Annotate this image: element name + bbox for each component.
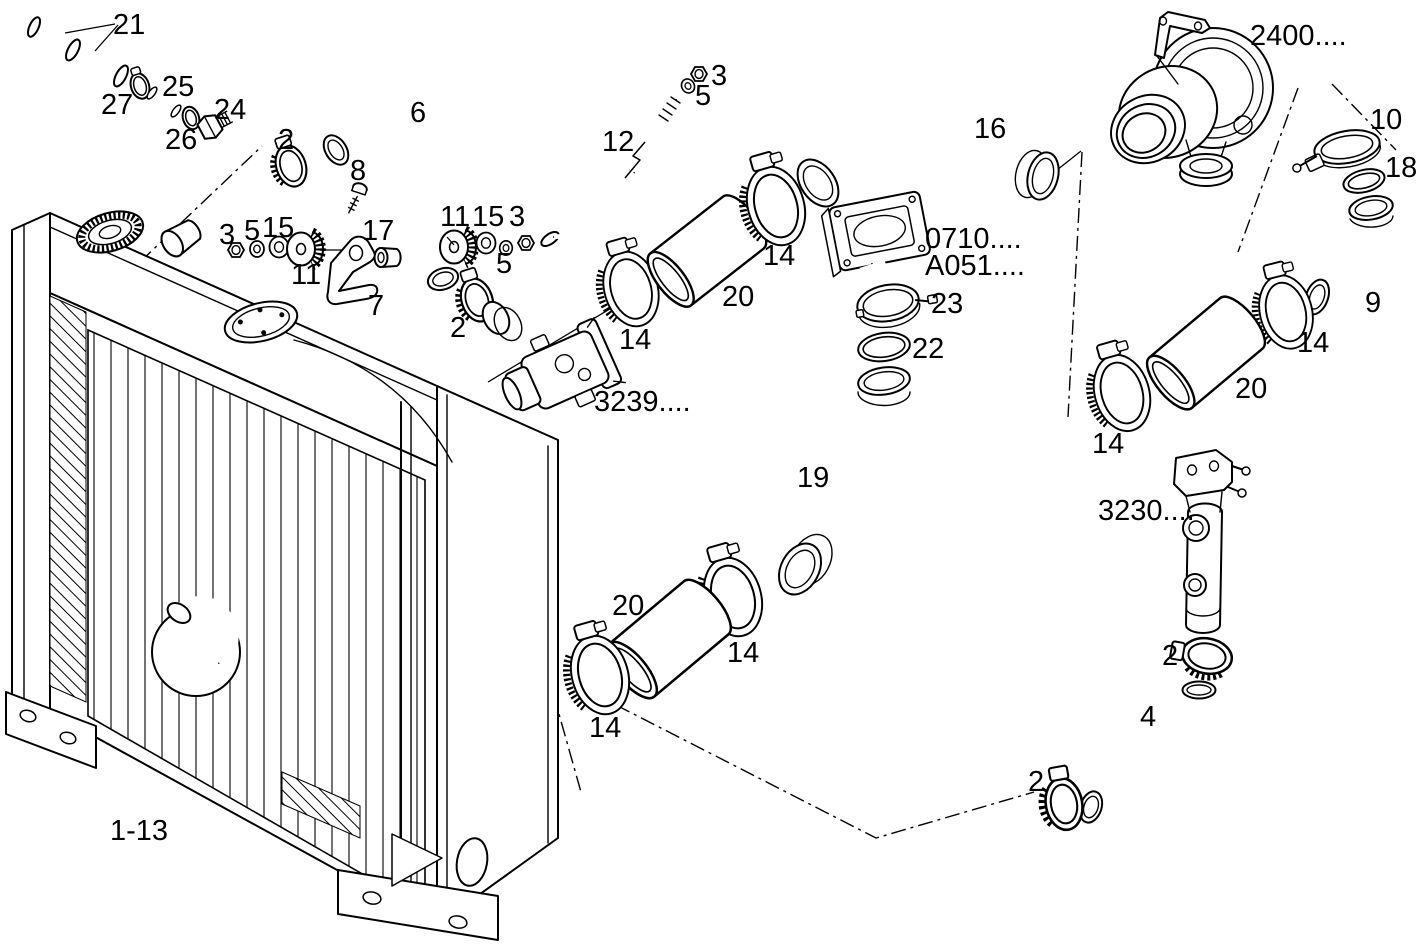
gasket-ring-18 <box>1342 168 1386 194</box>
callout-20-c: 20 <box>1235 373 1267 405</box>
callout-16: 16 <box>974 113 1006 145</box>
callout-21: 21 <box>113 9 145 41</box>
callout-14-e: 14 <box>1297 327 1329 359</box>
ref-radiator-1-13: 1-13 <box>110 815 168 847</box>
v-clamp-23 <box>855 283 939 329</box>
water-pump-3239 <box>501 316 627 412</box>
ref-3230: 3230.... <box>1098 495 1195 527</box>
callout-10: 10 <box>1370 104 1402 136</box>
callout-3-c: 3 <box>711 60 727 92</box>
ref-a051: A051.... <box>925 250 1025 282</box>
hose-16 <box>796 110 1060 208</box>
radiator-left-frame <box>11 212 51 728</box>
core-edge-hatching <box>49 295 87 703</box>
callout-27: 27 <box>101 89 133 121</box>
callout-5-b: 5 <box>496 248 512 280</box>
nut-3-c <box>690 66 708 82</box>
callout-20-a: 20 <box>722 281 754 313</box>
callout-6: 6 <box>410 97 426 129</box>
callout-26: 26 <box>165 124 197 156</box>
filler-cap <box>75 210 145 254</box>
clamp-14-a <box>587 232 667 334</box>
ref-3239: 3239.... <box>594 386 691 418</box>
radiator-side-panel <box>436 385 559 926</box>
outlet-stub <box>481 300 544 352</box>
core-hole-with-elbow <box>151 596 241 697</box>
callout-4: 4 <box>1140 701 1156 733</box>
side-panel-hole <box>455 837 489 887</box>
callout-15-a: 15 <box>262 212 294 244</box>
callout-19: 19 <box>797 462 829 494</box>
bolt-8 <box>347 182 368 214</box>
callout-14-f: 14 <box>1092 428 1124 460</box>
turbo-outlet-flange <box>1179 153 1233 187</box>
clamp-26 <box>181 105 201 131</box>
clamp-14-f <box>1077 335 1159 439</box>
fitting-24 <box>196 110 233 140</box>
callout-11-b: 11 <box>440 201 470 233</box>
callout-8: 8 <box>350 155 366 187</box>
radiator-foot-left <box>5 691 97 769</box>
callout-3-a: 3 <box>219 219 235 251</box>
intake-manifold-flange <box>820 190 931 278</box>
hose-6 <box>322 97 460 292</box>
callout-2-d: 2 <box>1028 766 1044 798</box>
fan-shroud-arc <box>293 339 453 463</box>
tank-inlet-stub <box>160 219 202 258</box>
pipe-4 <box>1078 680 1217 824</box>
callout-2-b: 2 <box>450 312 466 344</box>
callout-12: 12 <box>602 126 634 158</box>
callout-5-c: 5 <box>695 80 711 112</box>
callout-2-a: 2 <box>278 124 294 156</box>
callout-9: 9 <box>1365 287 1381 319</box>
turbocharger <box>1110 11 1274 187</box>
callout-11-a: 11 <box>291 259 321 291</box>
callout-14-d: 14 <box>589 712 621 744</box>
ref-0710: 0710.... <box>925 223 1022 255</box>
radiator-foot-right <box>337 833 499 941</box>
spacer-17 <box>373 247 402 268</box>
callout-labels: 21 27 25 26 24 2 6 8 3 5 15 11 17 7 11 1… <box>101 9 1417 847</box>
callout-14-a: 14 <box>619 324 651 356</box>
core-corner-hatching <box>281 771 361 839</box>
callout-7: 7 <box>368 290 384 322</box>
stay-rod-12 <box>540 96 681 248</box>
callout-14-b: 14 <box>763 240 795 272</box>
housing-3230 <box>1173 449 1251 634</box>
inspection-plate <box>223 300 299 344</box>
callout-24: 24 <box>214 94 246 126</box>
ref-2400: 2400.... <box>1250 20 1347 52</box>
clamp-10 <box>1292 129 1381 173</box>
turbo-bracket <box>1154 11 1211 59</box>
radiator-assembly <box>5 210 559 941</box>
callout-23: 23 <box>931 288 963 320</box>
callout-2-c: 2 <box>1162 640 1178 672</box>
bracket-7 <box>326 235 379 306</box>
overflow-pipe-21 <box>26 16 129 88</box>
washer-15-b <box>475 231 497 255</box>
callout-18: 18 <box>1385 152 1417 184</box>
callout-15-b: 15 <box>472 201 504 233</box>
callout-25: 25 <box>162 71 194 103</box>
clamp-27 <box>129 66 151 100</box>
callout-17: 17 <box>362 215 394 247</box>
callout-14-c: 14 <box>727 637 759 669</box>
plug-11-b <box>440 231 476 264</box>
nut-3-b <box>517 235 535 251</box>
o-ring-22 <box>857 331 911 363</box>
callout-22: 22 <box>912 333 944 365</box>
hose-25 <box>146 86 182 118</box>
callout-3-b: 3 <box>509 201 525 233</box>
callout-20-b: 20 <box>612 590 644 622</box>
callout-5-a: 5 <box>244 215 260 247</box>
pipe-19 <box>777 366 911 596</box>
